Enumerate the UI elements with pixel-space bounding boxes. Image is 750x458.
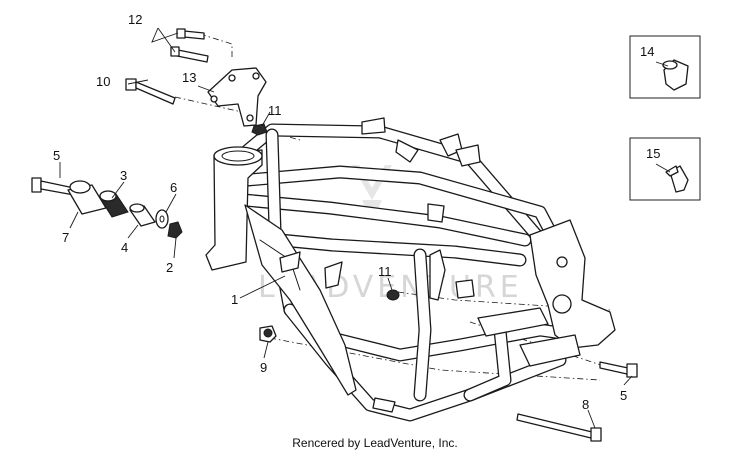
- spacer-part-4: [129, 203, 156, 227]
- callout-13: 13: [182, 70, 196, 85]
- nut-part-2: [167, 221, 183, 239]
- bolt-part-5-left: [31, 177, 75, 196]
- callout-15: 15: [646, 146, 660, 161]
- bolt-part-5-right: [599, 361, 638, 378]
- nut-part-11-lower: [386, 289, 400, 301]
- callout-4: 4: [121, 240, 128, 255]
- callout-5-right: 5: [620, 388, 627, 403]
- washer-part-6: [155, 209, 169, 229]
- callout-12: 12: [128, 12, 142, 27]
- callout-3: 3: [120, 168, 127, 183]
- bolt-part-8: [516, 413, 602, 442]
- callout-11-upper: 11: [268, 103, 282, 118]
- callout-6: 6: [170, 180, 177, 195]
- frame-part-1: [205, 117, 616, 422]
- callout-2: 2: [166, 260, 173, 275]
- leader-lines: [59, 27, 671, 429]
- bushing-part-3: [99, 190, 129, 218]
- callout-11-lower: 11: [378, 264, 392, 279]
- callout-7: 7: [62, 230, 69, 245]
- callout-14: 14: [640, 44, 654, 59]
- callout-9: 9: [260, 360, 267, 375]
- part-box-14: [629, 35, 701, 99]
- callout-labels: 12 13 10 11 5 3 6 7 4 2 1 11 9 5 8 14 15: [53, 12, 660, 412]
- credit-line: Rencered by LeadVenture, Inc.: [292, 436, 458, 450]
- nut-part-11-upper: [251, 123, 268, 136]
- callout-8: 8: [582, 397, 589, 412]
- bolt-part-10: [125, 78, 176, 105]
- bracket-part-13: [207, 67, 267, 127]
- nut-part-9: [259, 325, 277, 343]
- callout-10: 10: [96, 74, 110, 89]
- callout-1: 1: [231, 292, 238, 307]
- callout-5-left: 5: [53, 148, 60, 163]
